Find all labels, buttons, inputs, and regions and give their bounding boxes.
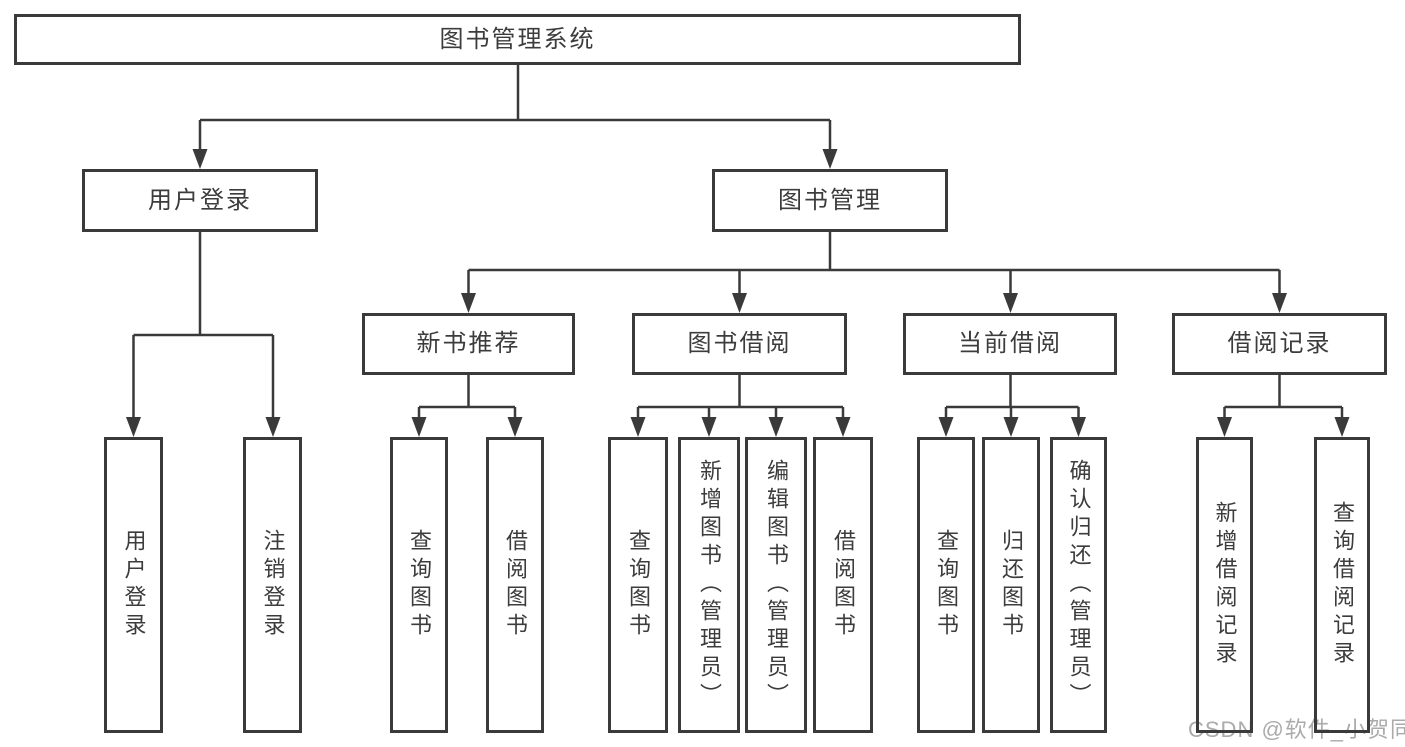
arrowhead	[732, 293, 747, 313]
node-label: 图书管理	[778, 186, 882, 214]
arrowhead	[1334, 417, 1350, 437]
arrowheads	[126, 149, 1350, 437]
leaf-label: 确认归还（管理员）	[1066, 459, 1092, 711]
arrowhead	[192, 149, 208, 169]
leaf-confirm-return-admin: 确认归还（管理员）	[1050, 437, 1107, 733]
node-book-management: 图书管理	[712, 169, 948, 232]
leaf-logout: 注销登录	[243, 437, 302, 733]
arrowhead	[630, 417, 646, 437]
connector-root-to-level2	[198, 65, 832, 152]
leaf-query-books-current: 查询图书	[917, 437, 975, 733]
arrowhead	[835, 417, 851, 437]
leaf-label: 查询图书	[626, 529, 651, 641]
node-label: 当前借阅	[958, 330, 1062, 357]
leaf-return-books: 归还图书	[982, 437, 1040, 733]
arrowhead	[1003, 417, 1019, 437]
arrowhead	[938, 417, 954, 437]
leaf-edit-book-admin: 编辑图书（管理员）	[745, 437, 807, 733]
leaf-borrow-books-borrow: 借阅图书	[813, 437, 873, 733]
node-label: 新书推荐	[416, 330, 521, 357]
arrowhead	[1003, 293, 1018, 313]
leaf-label: 新增图书（管理员）	[697, 459, 722, 711]
node-label: 图书管理系统	[439, 25, 596, 53]
node-label: 借阅记录	[1227, 330, 1332, 357]
leaf-query-books-borrow: 查询图书	[608, 437, 668, 733]
leaf-label: 用户登录	[121, 529, 147, 641]
arrowhead	[461, 293, 476, 313]
node-label: 图书借阅	[687, 330, 792, 357]
leaf-query-borrow-record: 查询借阅记录	[1314, 437, 1370, 733]
arrowhead	[126, 417, 141, 437]
leaf-label: 注销登录	[260, 529, 286, 641]
leaf-user-login: 用户登录	[104, 437, 163, 733]
leaf-borrow-books-recommend: 借阅图书	[486, 437, 544, 733]
arrowhead	[1217, 417, 1232, 437]
leaf-label: 编辑图书（管理员）	[764, 459, 789, 711]
leaf-label: 归还图书	[999, 529, 1024, 641]
node-borrowing-records: 借阅记录	[1172, 313, 1387, 375]
connector-records-to-leaves	[1223, 375, 1344, 420]
node-label: 用户登录	[148, 186, 252, 214]
leaf-label: 查询图书	[934, 529, 959, 641]
arrowhead	[1071, 417, 1086, 437]
node-new-book-recommendation: 新书推荐	[362, 313, 575, 375]
arrowhead	[507, 417, 523, 437]
connector-bookborrow-to-leaves	[636, 375, 845, 420]
connector-userlogin-to-leaves	[132, 232, 275, 420]
arrowhead	[411, 417, 427, 437]
node-user-login: 用户登录	[82, 169, 318, 232]
connector-newbook-to-leaves	[417, 375, 517, 420]
leaf-label: 借阅图书	[831, 529, 856, 641]
leaf-label: 借阅图书	[503, 529, 528, 641]
leaf-add-borrow-record: 新增借阅记录	[1196, 437, 1253, 733]
leaf-label: 查询借阅记录	[1330, 501, 1355, 669]
node-root: 图书管理系统	[14, 14, 1021, 65]
leaf-label: 新增借阅记录	[1212, 501, 1238, 669]
arrowhead	[768, 417, 784, 437]
arrowhead	[701, 417, 717, 437]
node-current-borrowing: 当前借阅	[903, 313, 1117, 375]
connector-bookmgmt-to-level3	[467, 232, 1281, 296]
arrowhead	[1272, 293, 1287, 313]
leaf-add-book-admin: 新增图书（管理员）	[678, 437, 740, 733]
leaf-label: 查询图书	[407, 529, 432, 641]
leaf-query-books-recommend: 查询图书	[390, 437, 448, 733]
arrowhead	[822, 149, 838, 169]
node-book-borrowing: 图书借阅	[632, 313, 847, 375]
arrowhead	[265, 417, 281, 437]
connector-currentborrow-to-leaves	[944, 375, 1080, 420]
